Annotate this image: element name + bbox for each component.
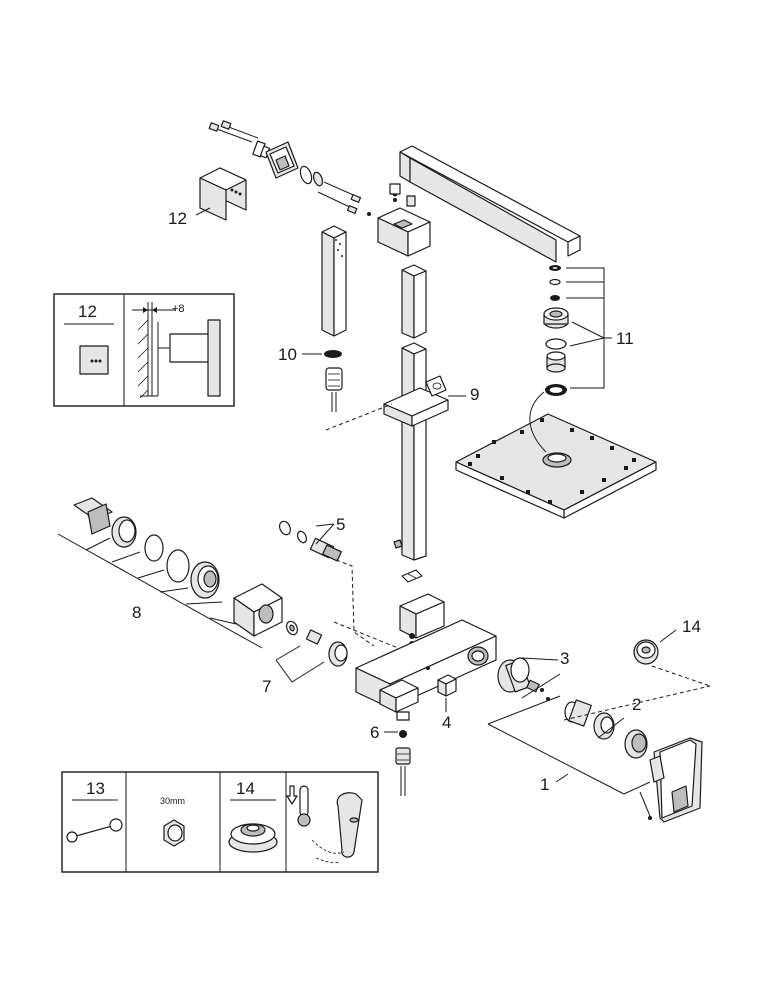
cap-14	[633, 629, 677, 665]
tool-box-label-14: 14	[236, 779, 255, 798]
wall-plate-12	[199, 167, 247, 221]
thermo-cartridge-3	[497, 657, 561, 701]
section-view: +8	[132, 302, 221, 399]
square-wall-bracket	[265, 141, 299, 179]
callout-11: 11	[616, 329, 634, 348]
mixer-body	[333, 619, 497, 796]
callout-12: 12	[168, 209, 187, 228]
handle-set	[487, 665, 711, 823]
callout-10: 10	[278, 345, 297, 364]
s-union	[73, 497, 113, 535]
tool-info-box: 13 30mm 14	[61, 771, 379, 873]
callout-4: 4	[442, 713, 451, 732]
fitting-set-7	[275, 620, 348, 683]
handle-rotation-icon	[311, 792, 363, 864]
screw-top-1	[208, 122, 253, 143]
wall-bracket-group	[195, 120, 371, 221]
handshower-slider	[383, 375, 449, 427]
callout-3: 3	[560, 649, 569, 668]
callout-14: 14	[682, 617, 701, 636]
head-shower	[455, 265, 657, 519]
hand-shower	[321, 225, 393, 431]
connector-set-8	[57, 497, 283, 649]
sleeve	[564, 699, 592, 727]
wall-plate-icon	[79, 345, 109, 375]
thermometer-icon	[286, 785, 311, 827]
screw-top-2	[220, 120, 259, 139]
flow-regulator-11	[546, 351, 566, 373]
detail-box-12: 12 +8	[53, 293, 235, 407]
nut-11	[543, 307, 569, 329]
callout-1: 1	[540, 775, 549, 794]
detail-box-label: 12	[78, 302, 97, 321]
callout-7: 7	[262, 677, 271, 696]
nut-8b	[190, 561, 220, 599]
nut-2	[593, 712, 615, 740]
nut-8a	[111, 516, 137, 548]
nut-7	[328, 641, 348, 667]
callout-8: 8	[132, 603, 141, 622]
callout-2: 2	[632, 695, 641, 714]
rosette-8	[233, 583, 283, 637]
lever-handle	[649, 737, 703, 823]
callout-5: 5	[336, 515, 345, 534]
wrench-icon	[66, 818, 123, 843]
ring-cap	[624, 729, 648, 759]
shower-column	[377, 145, 581, 647]
shower-arm	[399, 145, 581, 263]
size-text: 30mm	[160, 796, 185, 806]
callout-6: 6	[370, 723, 379, 742]
cap-14-icon	[228, 823, 278, 853]
hex-nut-icon	[163, 819, 185, 847]
callout-9: 9	[470, 385, 479, 404]
tool-box-label-13: 13	[86, 779, 105, 798]
check-valve-5	[278, 520, 375, 647]
dimension-text: +8	[172, 303, 185, 315]
